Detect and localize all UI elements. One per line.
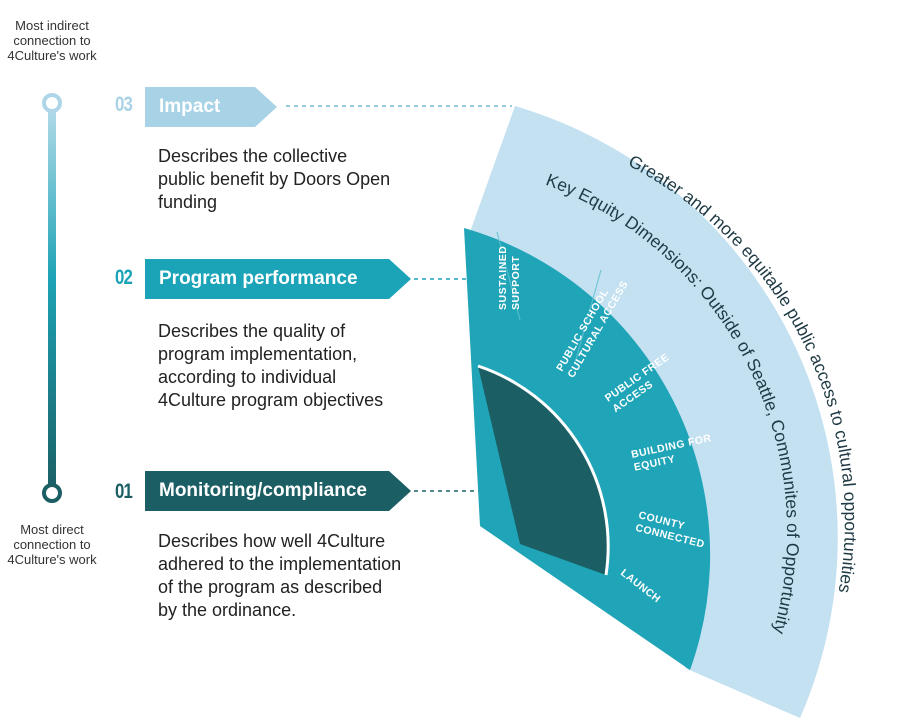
axis-bottom-label: Most direct connection to 4Culture's wor… [7, 522, 97, 567]
level-03-tag: Impact [145, 87, 277, 127]
segment-label: PUBLIC FREE [603, 351, 672, 404]
level-01-description: Describes how well 4Culture adhered to t… [158, 531, 402, 620]
segment-public-free-access: PUBLIC FREE ACCESS [603, 351, 672, 415]
segment-dividers [496, 231, 602, 364]
segment-label: PUBLIC SCHOOL [554, 287, 611, 374]
segment-label: EQUITY [633, 453, 677, 473]
segment-label: CULTURAL ACCESS [565, 279, 630, 380]
segment-county-connected: COUNTY CONNECTED [634, 509, 706, 551]
axis-top-circle [42, 93, 62, 113]
axis-bar [48, 103, 56, 495]
segment-label: CONNECTED [634, 522, 706, 551]
connection-axis [42, 93, 62, 503]
segment-public-school: PUBLIC SCHOOL CULTURAL ACCESS [554, 279, 631, 380]
level-02-description: Describes the quality of program impleme… [158, 321, 384, 410]
outer-ring-line1: Greater and more equitable public access… [625, 151, 861, 595]
segment-label: ACCESS [610, 378, 655, 415]
inner-core [478, 366, 609, 575]
level-02-number: 02 [115, 266, 133, 289]
axis-bottom-circle [42, 483, 62, 503]
segment-label: LAUNCH [618, 567, 663, 606]
segment-label: SUPPORT [510, 256, 522, 310]
segment-building-for-equity: BUILDING FOR EQUITY [630, 432, 713, 473]
segment-label: COUNTY [637, 509, 686, 532]
segment-sustained-support: SUSTAINED SUPPORT [497, 246, 522, 310]
level-03-description: Describes the collective public benefit … [158, 146, 391, 212]
segment-launch: LAUNCH [618, 567, 663, 606]
segment-label: BUILDING FOR [630, 432, 713, 461]
outer-ring-line2: Key Equity Dimensions: Outside of Seattl… [543, 169, 803, 636]
axis-top-label: Most indirect connection to 4Culture's w… [7, 18, 97, 63]
level-03-number: 03 [115, 93, 133, 116]
middle-ring [464, 228, 711, 670]
inner-core-edge [477, 364, 610, 576]
segment-label: SUSTAINED [497, 246, 509, 310]
outer-ring [470, 106, 838, 718]
level-01-number: 01 [115, 480, 133, 503]
level-02-tag: Program performance [145, 259, 411, 299]
level-01-tag: Monitoring/compliance [145, 471, 411, 511]
